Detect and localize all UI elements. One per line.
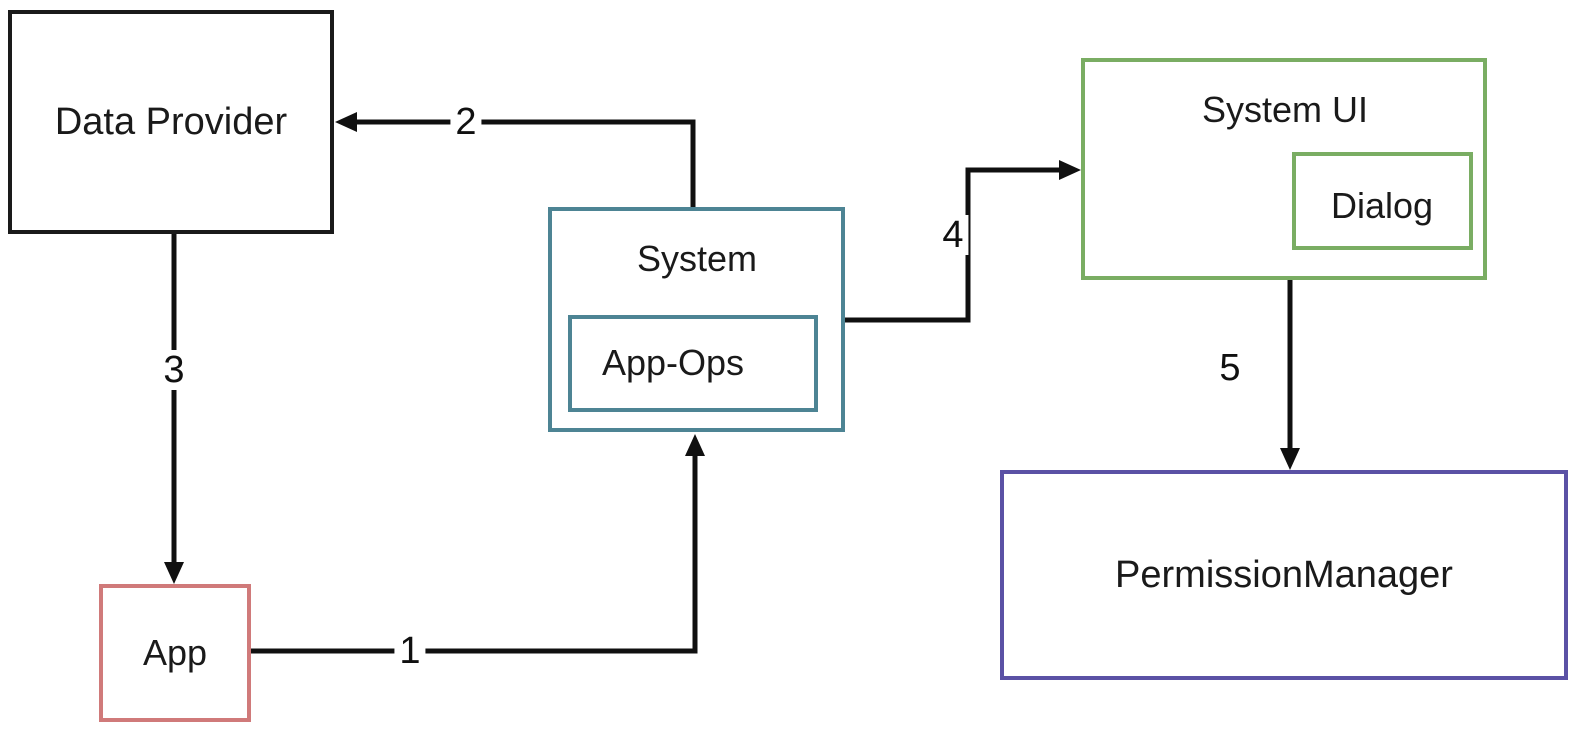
edge-label-edge-2: 2 — [450, 102, 482, 142]
node-data-provider[interactable] — [8, 10, 334, 234]
edge-path-edge-1 — [251, 446, 698, 654]
arrowhead-edge-4 — [1059, 160, 1081, 180]
node-app-ops[interactable] — [568, 315, 818, 412]
edge-path-edge-2 — [347, 119, 696, 207]
arrowhead-edge-2 — [335, 112, 357, 132]
arrowhead-edge-5 — [1280, 448, 1300, 470]
node-label-app: App — [142, 632, 208, 673]
arrowhead-edge-1 — [685, 434, 705, 456]
edge-label-edge-3: 3 — [158, 350, 190, 390]
edge-label-edge-4: 4 — [937, 215, 969, 255]
arrowhead-edge-3 — [164, 562, 184, 584]
node-label-system-ui: System UI — [1201, 89, 1369, 130]
node-permission-manager[interactable] — [1000, 470, 1568, 680]
node-dialog[interactable] — [1292, 152, 1473, 250]
node-label-data-provider: Data Provider — [54, 101, 288, 143]
edge-label-edge-5: 5 — [1214, 348, 1246, 388]
edge-label-edge-1: 1 — [394, 631, 426, 671]
node-label-app-ops: App-Ops — [601, 342, 745, 383]
node-app[interactable] — [99, 584, 251, 722]
node-label-permission-manager: PermissionManager — [1115, 554, 1453, 596]
node-label-dialog: Dialog — [1330, 185, 1434, 226]
node-label-system: System — [636, 238, 758, 279]
